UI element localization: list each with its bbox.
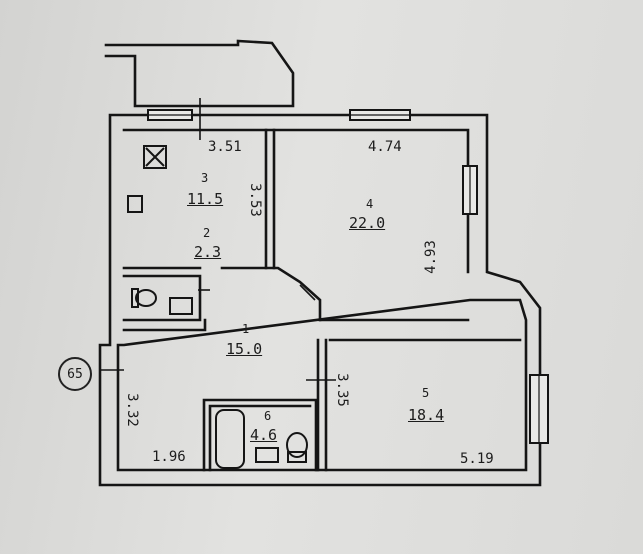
partition-kitchen [264,128,276,270]
bath-sink-icon [255,447,279,463]
room-4-number: 4 [366,197,374,211]
room-5-area: 18.4 [408,406,445,424]
partition-kitchen-bottom [122,266,322,322]
dimension-room5-width: 5.19 [460,451,494,467]
dimension-room5-depth: 3.35 [333,373,350,407]
stove-icon [143,145,167,169]
dimension-room4-depth: 4.93 [422,240,439,274]
bathtub-icon [215,409,245,469]
washbasin-icon [169,297,193,315]
outer-wall-inner [116,128,528,472]
room-5-number: 5 [422,386,430,400]
room-6-area: 4.6 [250,426,278,444]
room-4-area: 22.0 [349,214,386,232]
room-6-number: 6 [264,409,272,423]
room-3-number: 3 [201,171,209,185]
dimension-hall-depth: 3.32 [123,393,140,427]
dimension-room4-width: 4.74 [368,139,402,155]
bath-toilet-icon [286,432,308,463]
toilet-walls [122,274,202,322]
dimension-hall-width: 1.96 [152,449,186,465]
hall-wall [122,318,207,332]
room-2-area: 2.3 [194,243,222,261]
dimension-kitchen-depth: 3.53 [246,183,263,217]
room-2-number: 2 [203,226,211,240]
room-3-area: 11.5 [187,190,224,208]
balcony-outline [104,39,295,108]
dimension-kitchen-width: 3.51 [208,139,242,155]
sink-icon [127,195,143,213]
room-1-number: 1 [242,322,250,336]
bathroom-walls [202,398,318,472]
apartment-marker: 65 [58,357,92,391]
toilet-icon [131,288,157,308]
apartment-marker-label: 65 [67,366,83,382]
room-1-area: 15.0 [226,340,263,358]
partition-room5 [316,338,328,472]
partition-room4-bottom [318,318,522,342]
